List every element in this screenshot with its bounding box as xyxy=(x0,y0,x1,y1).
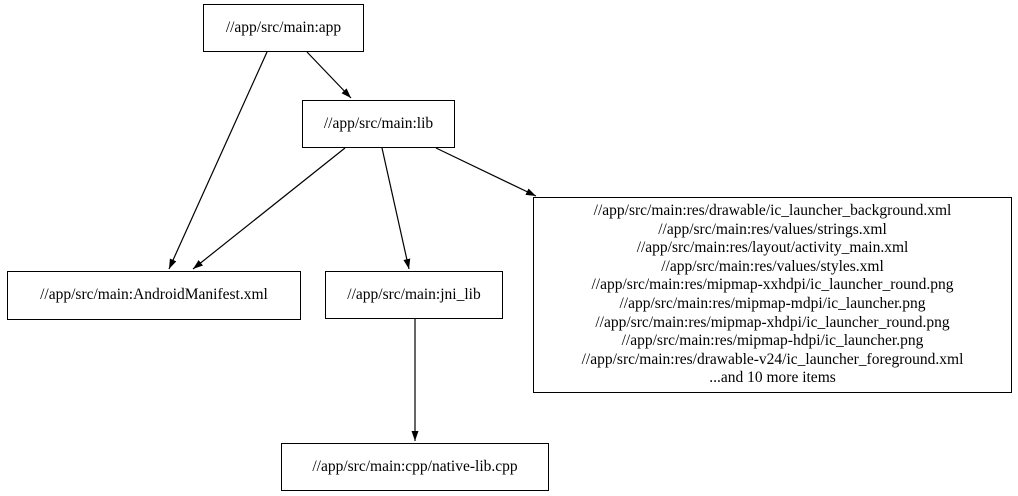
res-group-line: //app/src/main:res/mipmap-hdpi/ic_launch… xyxy=(621,332,924,350)
node-android-manifest-label: //app/src/main:AndroidManifest.xml xyxy=(40,286,268,304)
node-native-lib: //app/src/main:cpp/native-lib.cpp xyxy=(281,443,549,491)
node-res-group: //app/src/main:res/drawable/ic_launcher_… xyxy=(533,197,1012,393)
node-jni-lib: //app/src/main:jni_lib xyxy=(325,271,503,319)
res-group-line: //app/src/main:res/drawable/ic_launcher_… xyxy=(593,202,952,220)
res-group-line: //app/src/main:res/mipmap-xxhdpi/ic_laun… xyxy=(591,276,954,294)
node-lib-label: //app/src/main:lib xyxy=(323,114,434,132)
node-jni-lib-label: //app/src/main:jni_lib xyxy=(347,285,481,303)
edge-lib-to-jni-lib xyxy=(381,147,411,270)
res-group-line: //app/src/main:res/mipmap-xhdpi/ic_launc… xyxy=(595,313,950,331)
edge-app-to-android-manifest xyxy=(168,51,268,270)
node-lib: //app/src/main:lib xyxy=(302,100,455,148)
node-app: //app/src/main:app xyxy=(203,4,364,52)
res-group-line: //app/src/main:res/mipmap-mdpi/ic_launch… xyxy=(619,295,926,312)
res-group-more-items: ...and 10 more items xyxy=(709,369,836,387)
node-android-manifest: //app/src/main:AndroidManifest.xml xyxy=(7,271,301,320)
res-group-line: //app/src/main:res/layout/activity_main.… xyxy=(636,239,909,257)
edge-lib-to-android-manifest xyxy=(192,147,346,270)
res-group-line: //app/src/main:res/values/styles.xml xyxy=(661,257,884,275)
res-group-line: //app/src/main:res/drawable-v24/ic_launc… xyxy=(581,350,964,368)
node-native-lib-label: //app/src/main:cpp/native-lib.cpp xyxy=(312,457,518,475)
edge-app-to-lib xyxy=(306,51,352,99)
res-group-line: //app/src/main:res/values/strings.xml xyxy=(658,220,887,238)
edge-lib-to-res-group xyxy=(435,147,537,197)
node-app-label: //app/src/main:app xyxy=(225,18,342,36)
